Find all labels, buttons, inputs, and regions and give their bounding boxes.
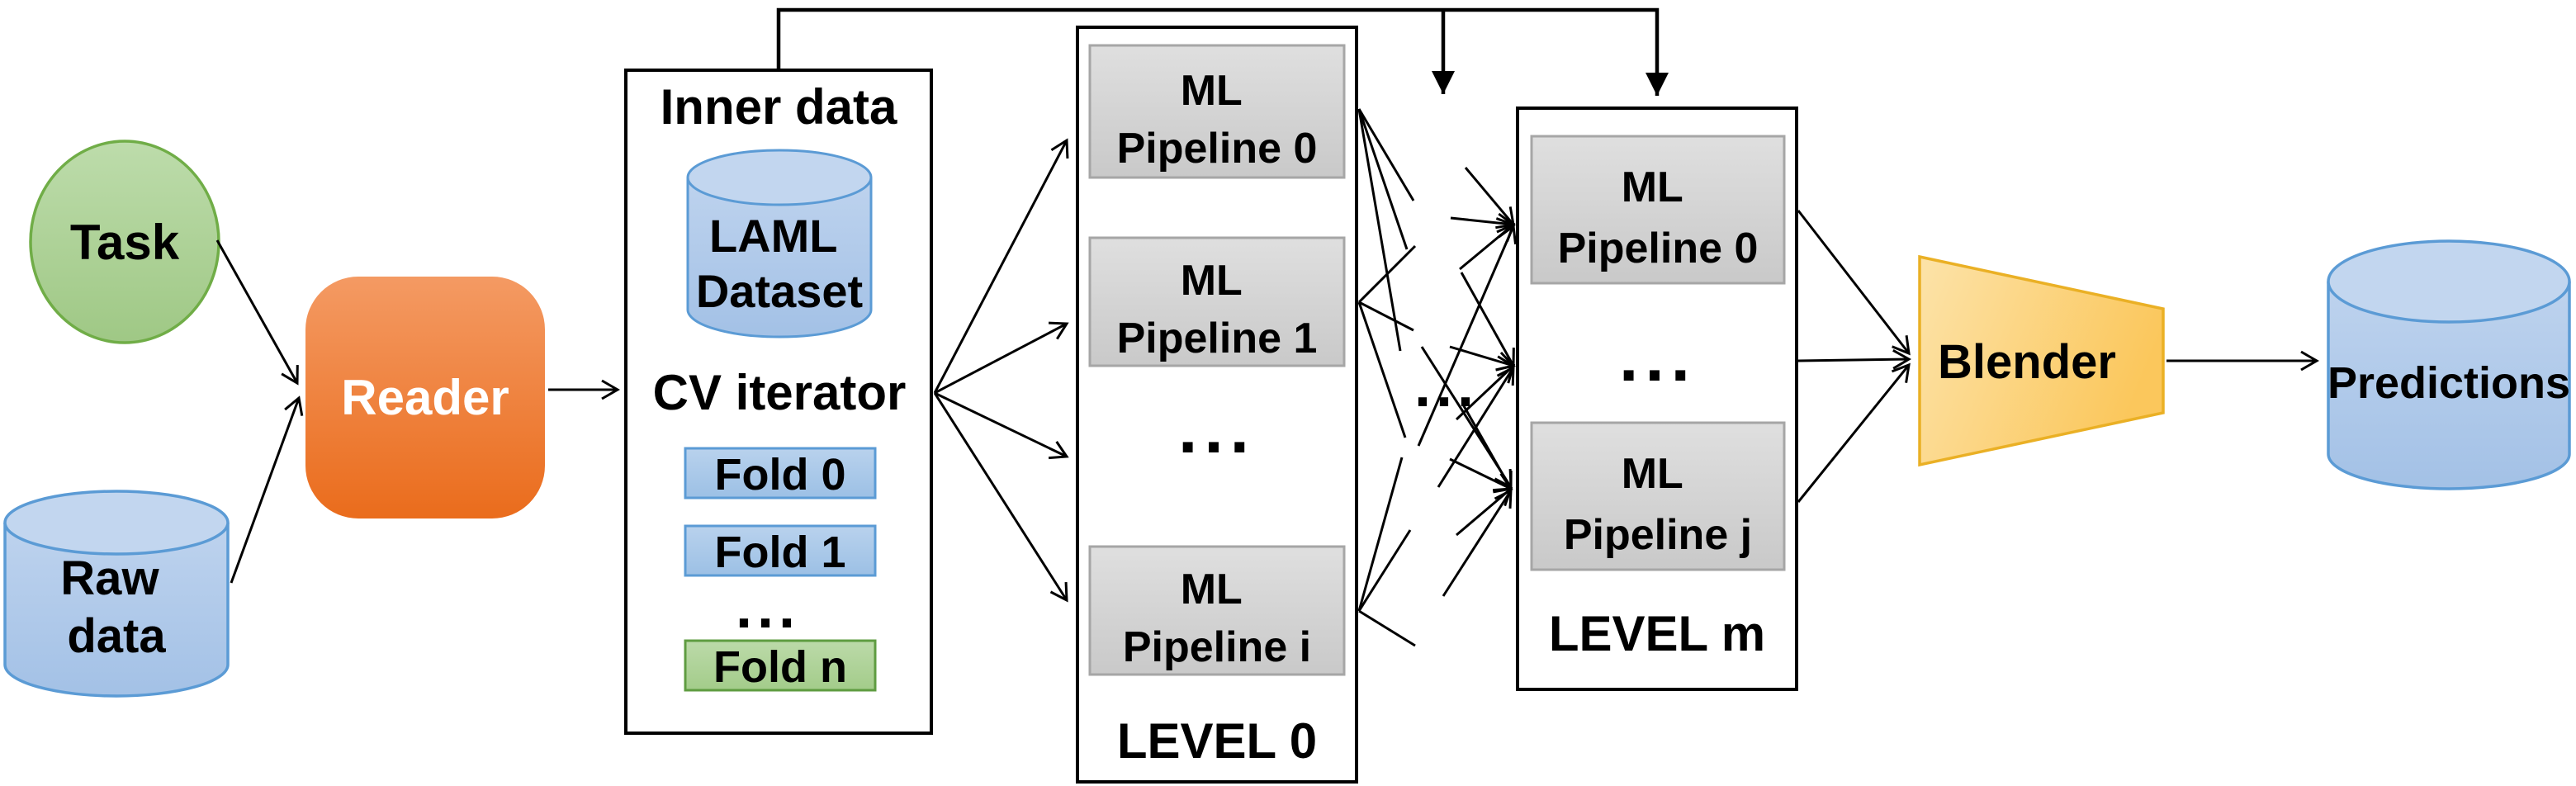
- node-reader: Reader: [305, 277, 545, 518]
- level0-pipeline1-label: ML Pipeline 1: [1117, 257, 1318, 362]
- arrow-levelm-bottom-to-blender: [1797, 362, 1911, 503]
- level0-out-line: [1357, 457, 1404, 612]
- raw-data-cylinder-body: [3, 523, 230, 698]
- levelm-ellipsis: ...: [1619, 318, 1697, 395]
- arrow-cv-to-dots: [934, 391, 1069, 460]
- blender-label: Blender: [1938, 335, 2116, 389]
- levelm-pipeline0-box: [1530, 135, 1786, 285]
- arrow-cv-to-pipeline1: [934, 321, 1069, 395]
- level0-out-line: [1357, 301, 1407, 438]
- predictions-cylinder-top: [2327, 239, 2571, 324]
- inner-data-title: Inner data: [661, 79, 897, 135]
- levelm-in-arrow: [1417, 224, 1518, 447]
- arrow-levelm-mid-to-blender: [1797, 348, 1911, 370]
- level0-out-line: [1357, 529, 1412, 612]
- level0-out-line: [1358, 301, 1414, 332]
- fold-n-box: [684, 639, 877, 692]
- level0-out-line: [1357, 108, 1409, 250]
- level0-pipelinei-box: [1088, 545, 1346, 676]
- arrows-into-levelm: [1417, 167, 1518, 597]
- node-predictions: Predictions: [2327, 239, 2571, 490]
- level0-label: LEVEL 0: [1117, 713, 1317, 769]
- arrow-cv-to-pipeline0: [933, 138, 1069, 394]
- fold-0-box: [684, 447, 877, 500]
- fold-0-label: Fold 0: [715, 450, 846, 500]
- feedback-connector: [776, 7, 1669, 96]
- fold-1-box: [684, 524, 877, 577]
- levelm-in-arrow: [1456, 487, 1513, 537]
- level0-ellipsis: ...: [1178, 390, 1256, 467]
- arrows-levelm-to-blender: [1797, 210, 1911, 503]
- arrow-levelm-top-to-blender: [1797, 210, 1911, 356]
- level0-out-line: [1357, 108, 1415, 201]
- arrow-rawdata-to-reader: [230, 395, 304, 584]
- reader-shape: [305, 277, 545, 518]
- levelm-pipeline0-label: ML Pipeline 0: [1558, 163, 1759, 272]
- levelm-in-arrow: [1420, 346, 1513, 490]
- laml-cylinder-body: [686, 178, 873, 339]
- laml-cylinder-top: [686, 149, 873, 206]
- levelm-label: LEVEL m: [1549, 606, 1765, 661]
- arrow-cv-to-pipelinei: [933, 392, 1068, 603]
- level0-pipeline0-box: [1088, 44, 1346, 179]
- levelm-in-arrow: [1464, 167, 1515, 227]
- level0-out-line: [1357, 108, 1402, 352]
- task-label: Task: [70, 215, 180, 270]
- levelm-in-arrow: [1460, 272, 1515, 368]
- node-blender: Blender: [1918, 254, 2165, 467]
- input-arrows: [215, 239, 620, 584]
- levelm-pipelinej-box: [1530, 421, 1786, 571]
- raw-data-cylinder-top: [3, 490, 230, 556]
- node-level0: ML Pipeline 0 ML Pipeline 1 ... ML Pipel…: [1076, 26, 1358, 784]
- level0-pipelinei-label: ML Pipeline i: [1123, 566, 1311, 671]
- arrow-task-to-reader: [215, 239, 299, 386]
- raw-data-label: Raw data: [60, 552, 172, 663]
- fold-n-label: Fold n: [713, 642, 847, 692]
- level0-out-line: [1358, 609, 1416, 647]
- fold-1-label: Fold 1: [715, 528, 846, 577]
- predictions-label: Predictions: [2327, 358, 2570, 408]
- levelm-in-arrow: [1449, 345, 1516, 372]
- node-task: Task: [29, 140, 220, 344]
- node-raw-data: Raw data: [3, 490, 230, 698]
- level0-out-line: [1357, 244, 1417, 304]
- cv-iterator-label: CV iterator: [653, 365, 907, 420]
- level0-pipeline0-label: ML Pipeline 0: [1117, 67, 1318, 173]
- node-inner-data: Inner data LAML Dataset CV iterator Fold…: [624, 69, 933, 735]
- blender-trapezoid: [1918, 254, 2165, 467]
- predictions-cylinder-body: [2327, 282, 2571, 490]
- levelm-pipelinej-label: ML Pipeline j: [1564, 450, 1752, 559]
- levelm-in-arrow: [1442, 488, 1513, 597]
- arrows-cv-to-level0: [933, 138, 1069, 603]
- reader-label: Reader: [341, 370, 509, 425]
- laml-dataset-label: LAML Dataset: [696, 210, 863, 317]
- node-levelm: ML Pipeline 0 ... ML Pipeline j LEVEL m: [1516, 107, 1798, 691]
- level0-pipeline1-box: [1088, 236, 1346, 367]
- folds-ellipsis: ...: [736, 575, 800, 641]
- levelm-in-arrow: [1450, 212, 1516, 234]
- feedback-line-main: [776, 7, 1669, 96]
- lines-level0-outputs: [1357, 108, 1417, 647]
